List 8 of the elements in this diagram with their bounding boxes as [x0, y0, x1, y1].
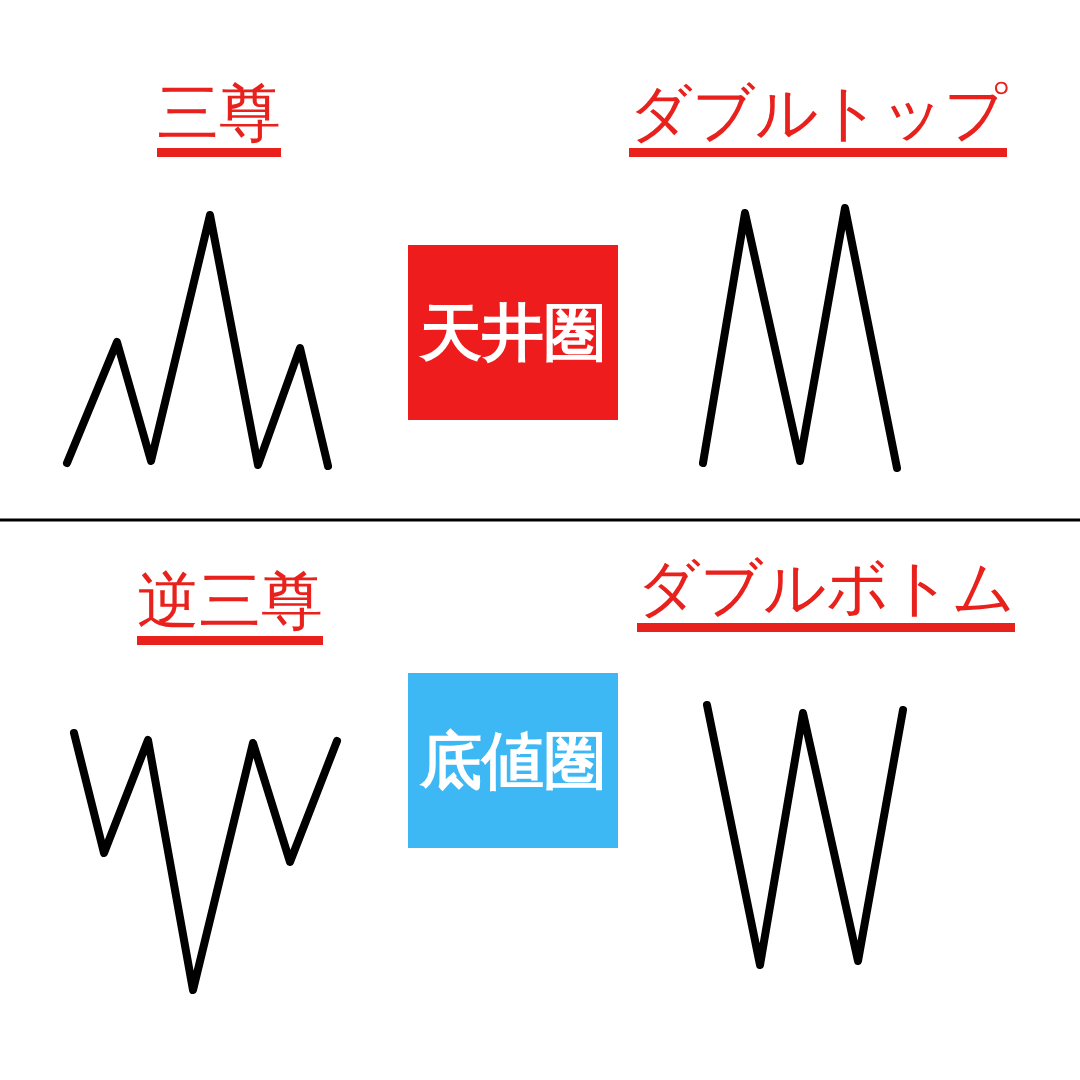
pattern-title: ダブルボトム — [637, 553, 1015, 632]
zone-box — [408, 245, 618, 420]
pattern-title: ダブルトップ — [629, 78, 1007, 157]
zone-label: 天井圏 — [420, 294, 606, 371]
pattern-title: 逆三尊 — [137, 566, 323, 645]
pattern-title: 三尊 — [157, 78, 281, 157]
zone-label: 底値圏 — [420, 722, 606, 799]
zone-box — [408, 673, 618, 848]
